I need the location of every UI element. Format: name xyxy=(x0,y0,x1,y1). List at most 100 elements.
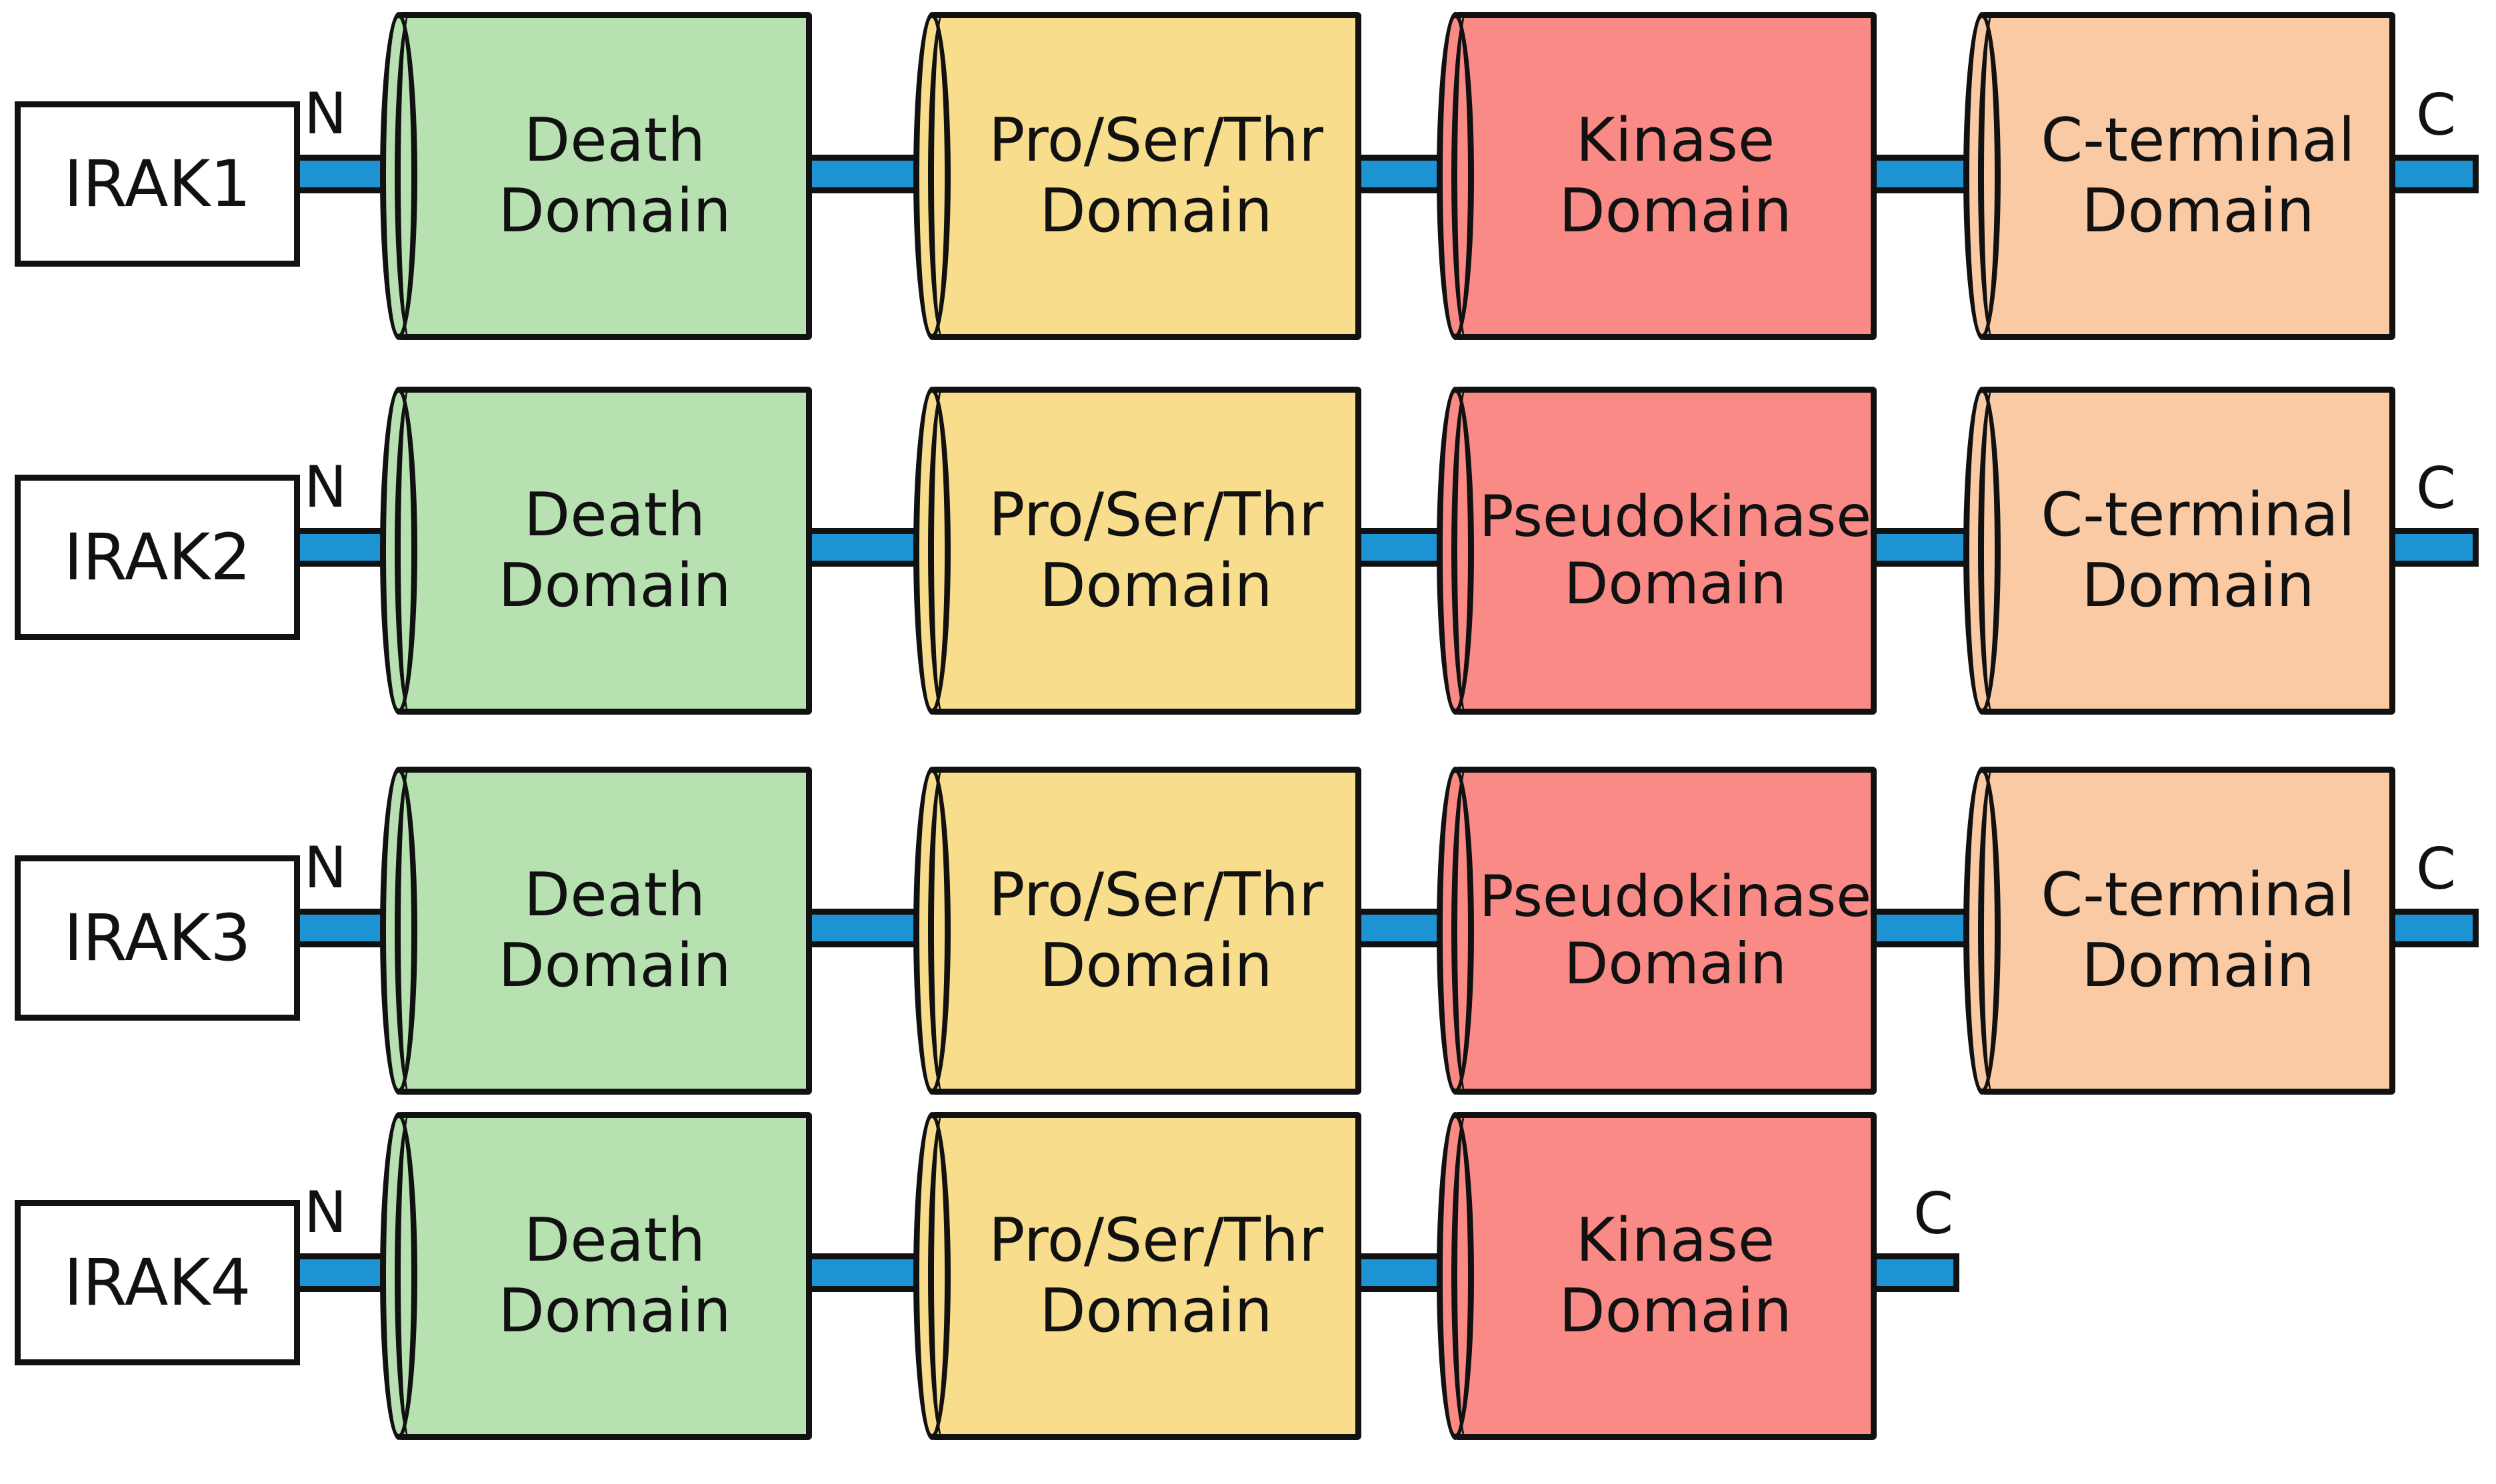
domain-cylinder-cap xyxy=(380,767,417,1095)
domain-cylinder-cap xyxy=(1963,767,2001,1095)
domain-cylinder-cap xyxy=(913,767,951,1095)
domain-label-line2: Domain xyxy=(498,551,731,621)
domain-label-line1: Pro/Ser/Thr xyxy=(989,1205,1323,1275)
linker-segment xyxy=(293,528,393,567)
domain-label-line1: Kinase xyxy=(1575,1205,1775,1275)
linker-segment xyxy=(1347,909,1450,947)
linker-segment xyxy=(800,528,927,567)
domain-label-line2: Domain xyxy=(1039,931,1273,1001)
domain-label-line2: Domain xyxy=(1559,176,1792,246)
protein-name-box-irak2[interactable]: IRAK2 xyxy=(15,475,300,640)
domain-body xyxy=(397,12,812,340)
protein-name-box-irak3[interactable]: IRAK3 xyxy=(15,855,300,1021)
domain-cylinder-cap xyxy=(913,387,951,715)
linker-segment xyxy=(293,155,393,193)
domain-cylinder-cap xyxy=(913,1112,951,1440)
domain-label-line2: Domain xyxy=(2081,931,2315,1001)
linker-segment xyxy=(2384,528,2479,567)
domain-label-line1: Death xyxy=(523,1205,706,1275)
domain-label-line2: Domain xyxy=(2081,176,2315,246)
linker-segment xyxy=(800,155,927,193)
domain-label-line1: Kinase xyxy=(1575,105,1775,175)
n-terminus-label: N xyxy=(304,81,347,147)
domain-label-line1: Pro/Ser/Thr xyxy=(989,859,1323,930)
domain-body xyxy=(397,387,812,715)
domain-label-line2: Domain xyxy=(498,1276,731,1346)
domain-cylinder-cap xyxy=(380,1112,417,1440)
n-terminus-label: N xyxy=(304,454,347,521)
domain-label-line2: Domain xyxy=(1564,931,1787,997)
linker-segment xyxy=(1347,1253,1450,1292)
domain-label-line1: C-terminal xyxy=(2041,105,2355,175)
protein-name-label: IRAK2 xyxy=(63,520,251,595)
domain-cylinder-cap xyxy=(380,12,417,340)
n-terminus-label: N xyxy=(304,1179,347,1246)
domain-label-line2: Domain xyxy=(498,176,731,246)
domain-label-line1: Pro/Ser/Thr xyxy=(989,105,1323,175)
domain-cylinder-cap xyxy=(1437,1112,1474,1440)
domain-label-line1: Pseudokinase xyxy=(1479,863,1872,930)
domain-label-line2: Domain xyxy=(1039,1276,1273,1346)
linker-segment xyxy=(800,909,927,947)
domain-label-line2: Domain xyxy=(1564,551,1787,617)
domain-body xyxy=(931,1112,1361,1440)
domain-cylinder-cap xyxy=(380,387,417,715)
linker-segment xyxy=(1347,528,1450,567)
domain-label-line2: Domain xyxy=(1039,551,1273,621)
domain-body xyxy=(1454,767,1877,1095)
linker-segment xyxy=(1863,909,1977,947)
domain-body xyxy=(931,767,1361,1095)
protein-name-box-irak4[interactable]: IRAK4 xyxy=(15,1200,300,1365)
linker-segment xyxy=(293,1253,393,1292)
domain-cylinder-cap xyxy=(1437,387,1474,715)
protein-name-box-irak1[interactable]: IRAK1 xyxy=(15,101,300,267)
linker-segment xyxy=(1863,155,1977,193)
linker-segment xyxy=(800,1253,927,1292)
protein-name-label: IRAK4 xyxy=(63,1245,251,1320)
domain-body xyxy=(397,767,812,1095)
domain-label-line1: C-terminal xyxy=(2041,859,2355,930)
domain-body xyxy=(1981,12,2395,340)
domain-cylinder-cap xyxy=(1963,12,2001,340)
protein-name-label: IRAK3 xyxy=(63,901,251,975)
domain-cylinder-cap xyxy=(1963,387,2001,715)
domain-body xyxy=(931,387,1361,715)
linker-segment xyxy=(2384,909,2479,947)
c-terminus-label: C xyxy=(2416,455,2457,522)
linker-segment xyxy=(2384,155,2479,193)
domain-cylinder-cap xyxy=(1437,12,1474,340)
domain-label-line2: Domain xyxy=(1559,1276,1792,1346)
